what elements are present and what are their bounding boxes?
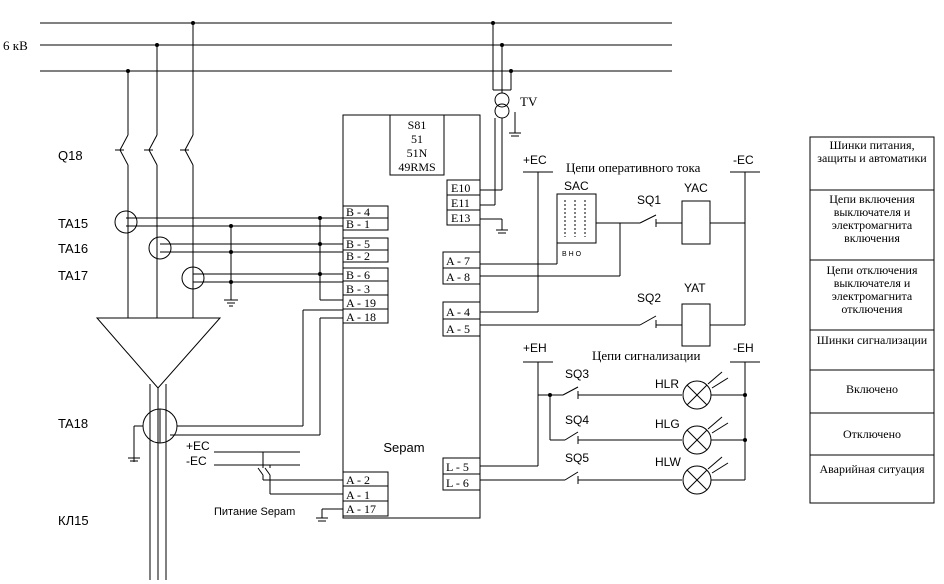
- legend-cell-2: Цепи включения выключателя и электромагн…: [829, 193, 915, 245]
- hlg-label: HLG: [655, 417, 680, 431]
- ta18-core-balance: [128, 309, 343, 462]
- terminal-a17: A - 17: [346, 502, 376, 516]
- yac-label: YAC: [684, 181, 708, 195]
- sq4-label: SQ4: [565, 413, 589, 427]
- sepam-function-box: [389, 114, 445, 176]
- legend-cell-6: Отключено: [842, 428, 902, 441]
- voltage-transformer: [480, 23, 521, 234]
- legend-cell-1: Шинки питания, защиты и автоматики: [817, 139, 927, 165]
- ta15-label: TA15: [58, 216, 88, 231]
- legend-cell-4: Шинки сигнализации: [816, 334, 928, 347]
- sepam-terminals-right-bottom: [442, 457, 481, 491]
- terminal-b4: B - 4: [346, 205, 370, 219]
- power-plus-ec: +EC: [186, 439, 210, 453]
- sepam-function-4: 49RMS: [398, 160, 435, 174]
- legend-text-4: Шинки сигнализации: [816, 334, 928, 347]
- signal-circuits: [480, 361, 760, 495]
- legend-text-2: Цепи включения выключателя и электромагн…: [829, 193, 915, 245]
- power-minus-ec: -EC: [186, 454, 207, 468]
- legend-text-7: Аварийная ситуация: [819, 463, 925, 476]
- sac-positions: В Н О: [562, 251, 582, 258]
- control-circuits: [480, 171, 760, 347]
- control-plus-ec: +EC: [523, 153, 547, 167]
- terminal-b6: B - 6: [346, 268, 370, 282]
- yat-coil: [681, 303, 711, 347]
- terminal-a2: A - 2: [346, 473, 370, 487]
- sq5-label: SQ5: [565, 451, 589, 465]
- legend-cell-5: Включено: [845, 383, 899, 396]
- legend-text-6: Отключено: [842, 428, 902, 441]
- terminal-b3: B - 3: [346, 282, 370, 296]
- terminal-b5: B - 5: [346, 237, 370, 251]
- kl15-label: КЛ15: [58, 513, 89, 528]
- feeder-phases: [95, 23, 222, 580]
- sepam-terminals-right-mid: [442, 251, 481, 337]
- busbars: [40, 21, 672, 73]
- control-title: Цепи оперативного тока: [566, 160, 701, 175]
- legend-cell-7: Аварийная ситуация: [819, 463, 925, 476]
- tv-label: TV: [520, 94, 538, 109]
- sq2-label: SQ2: [637, 291, 661, 305]
- ta16-symbol: [148, 236, 172, 260]
- sq3-label: SQ3: [565, 367, 589, 381]
- sepam-function-2: 51: [411, 132, 423, 146]
- sepam-name: Sepam: [383, 440, 424, 455]
- terminal-b1: B - 1: [346, 217, 370, 231]
- legend-text-1: Шинки питания, защиты и автоматики: [817, 139, 927, 165]
- terminal-l6: L - 6: [446, 476, 469, 490]
- legend-cell-3: Цепи отключения выключателя и электромаг…: [826, 264, 918, 316]
- sac-switch: [556, 193, 597, 244]
- yac-coil: [681, 200, 711, 245]
- terminal-e13: E13: [451, 211, 470, 225]
- terminal-a5: A - 5: [446, 322, 470, 336]
- legend-text-3: Цепи отключения выключателя и электромаг…: [826, 264, 918, 316]
- signal-title: Цепи сигнализации: [592, 348, 700, 363]
- terminal-a8: A - 8: [446, 270, 470, 284]
- ta17-symbol: [181, 266, 205, 290]
- legend-table: [809, 136, 935, 504]
- ta18-label: TA18: [58, 416, 88, 431]
- power-supply-label: Питание Sepam: [214, 506, 295, 518]
- signal-plus-eh: +EH: [523, 341, 547, 355]
- legend-text-5: Включено: [845, 383, 899, 396]
- terminal-a7: A - 7: [446, 254, 470, 268]
- terminal-a18: A - 18: [346, 310, 376, 324]
- hlw-label: HLW: [655, 455, 681, 469]
- terminal-l5: L - 5: [446, 460, 469, 474]
- sq1-label: SQ1: [637, 193, 661, 207]
- sepam-terminals-left-top: [342, 205, 389, 324]
- sepam-function-1: S81: [408, 118, 427, 132]
- sepam-terminals-right-top: [446, 179, 481, 226]
- ta16-label: TA16: [58, 241, 88, 256]
- sac-label: SAC: [564, 179, 589, 193]
- terminal-a1: A - 1: [346, 488, 370, 502]
- control-minus-ec: -EC: [733, 153, 754, 167]
- sepam-function-3: 51N: [407, 146, 428, 160]
- current-transformers: [114, 210, 343, 307]
- bus-voltage-label: 6 кВ: [3, 38, 28, 53]
- terminal-b2: B - 2: [346, 249, 370, 263]
- terminal-e10: E10: [451, 181, 470, 195]
- terminal-e11: E11: [451, 196, 470, 210]
- sepam-power-supply: [214, 451, 343, 522]
- ta17-label: TA17: [58, 268, 88, 283]
- yat-label: YAT: [684, 281, 706, 295]
- terminal-a19: A - 19: [346, 296, 376, 310]
- terminal-a4: A - 4: [446, 305, 470, 319]
- q18-label: Q18: [58, 148, 83, 163]
- hlr-label: HLR: [655, 377, 679, 391]
- signal-minus-eh: -EH: [733, 341, 754, 355]
- ta15-symbol: [114, 210, 138, 234]
